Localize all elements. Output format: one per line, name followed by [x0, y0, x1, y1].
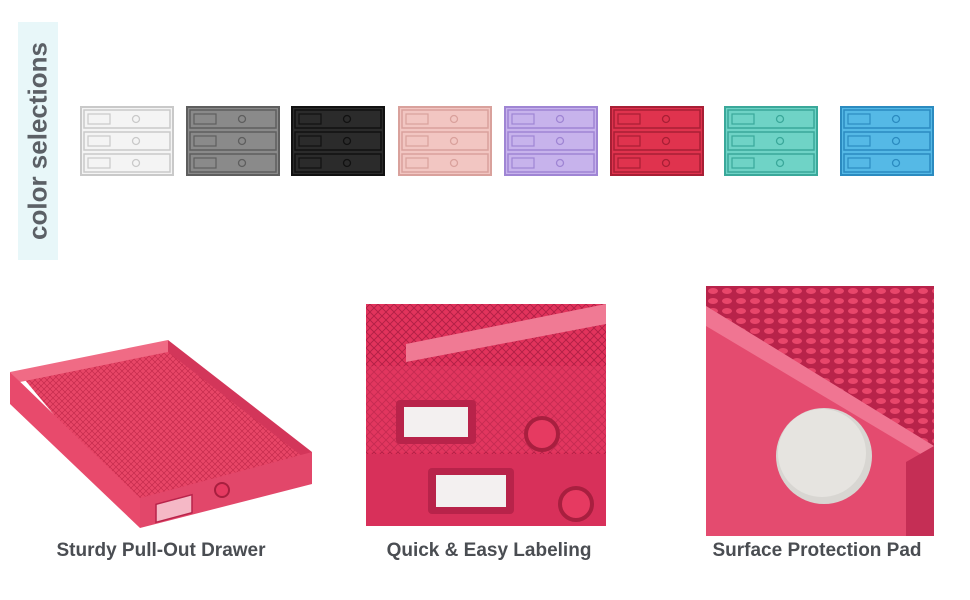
color-swatch[interactable]: [504, 106, 598, 176]
color-swatch[interactable]: [186, 106, 280, 176]
pull-out-drawer-caption: Sturdy Pull-Out Drawer: [56, 540, 266, 561]
color-swatch[interactable]: [398, 106, 492, 176]
labeling-caption: Quick & Easy Labeling: [386, 540, 592, 561]
labeling-image: [366, 304, 606, 526]
color-swatch[interactable]: [724, 106, 818, 176]
pull-out-drawer-image: [8, 338, 314, 530]
black-organizer-icon: [291, 106, 385, 176]
color-swatch[interactable]: [840, 106, 934, 176]
color-swatch-row: [80, 106, 934, 176]
white-organizer-icon: [80, 106, 174, 176]
felt-pad-icon: [706, 286, 934, 536]
pull-out-drawer-icon: [10, 340, 312, 528]
protection-pad-image: [706, 286, 934, 536]
label-slot-icon: [366, 304, 606, 526]
color-swatch[interactable]: [291, 106, 385, 176]
color-selections-label: color selections: [18, 22, 58, 260]
teal-organizer-icon: [724, 106, 818, 176]
protection-pad-caption: Surface Protection Pad: [712, 540, 922, 561]
purple-organizer-icon: [504, 106, 598, 176]
blue-organizer-icon: [840, 106, 934, 176]
color-selections-text: color selections: [22, 42, 53, 240]
color-swatch[interactable]: [610, 106, 704, 176]
color-swatch[interactable]: [80, 106, 174, 176]
pink-organizer-icon: [398, 106, 492, 176]
gray-organizer-icon: [186, 106, 280, 176]
red-organizer-icon: [610, 106, 704, 176]
